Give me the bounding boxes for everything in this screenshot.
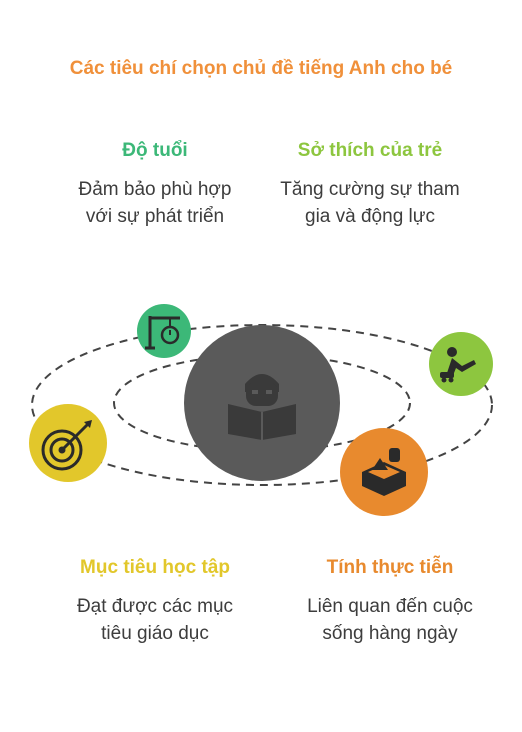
child-reading-icon — [184, 325, 340, 481]
criterion-interest-desc-line1: Tăng cường sự tham — [280, 179, 460, 200]
toy-box-icon — [340, 428, 428, 516]
criterion-age-label: Độ tuổi — [122, 140, 188, 161]
criterion-practical-desc-line2: sống hàng ngày — [322, 623, 458, 644]
criterion-practical: Tính thực tiễn Liên quan đến cuộc sống h… — [265, 557, 515, 647]
criterion-interest-desc: Tăng cường sự tham gia và động lực — [245, 176, 495, 230]
child-playing-icon — [429, 332, 493, 396]
criterion-practical-desc: Liên quan đến cuộc sống hàng ngày — [265, 593, 515, 647]
criterion-age-desc-line1: Đảm bảo phù hợp — [78, 179, 232, 200]
criterion-age: Độ tuổi Đảm bảo phù hợp với sự phát triể… — [45, 140, 265, 230]
criterion-goal-desc-line2: tiêu giáo dục — [101, 623, 209, 644]
criterion-interest-desc-line2: gia và động lực — [305, 206, 435, 227]
criterion-age-desc: Đảm bảo phù hợp với sự phát triển — [45, 176, 265, 230]
criterion-goal: Mục tiêu học tập Đạt được các mục tiêu g… — [45, 557, 265, 647]
criterion-goal-desc: Đạt được các mục tiêu giáo dục — [45, 593, 265, 647]
criterion-goal-desc-line1: Đạt được các mục — [76, 596, 234, 617]
criterion-practical-label: Tính thực tiễn — [326, 557, 454, 578]
criterion-practical-desc-line1: Liên quan đến cuộc — [307, 596, 473, 617]
page-title: Các tiêu chí chọn chủ đề tiếng Anh cho b… — [69, 58, 453, 79]
orbit-diagram — [29, 304, 493, 516]
criterion-interest: Sở thích của trẻ Tăng cường sự tham gia … — [245, 140, 495, 230]
target-icon — [29, 404, 107, 482]
scale-timer-icon — [137, 304, 191, 358]
criterion-goal-label: Mục tiêu học tập — [80, 557, 230, 578]
criterion-age-desc-line2: với sự phát triển — [85, 206, 225, 227]
criterion-interest-label: Sở thích của trẻ — [297, 140, 443, 161]
